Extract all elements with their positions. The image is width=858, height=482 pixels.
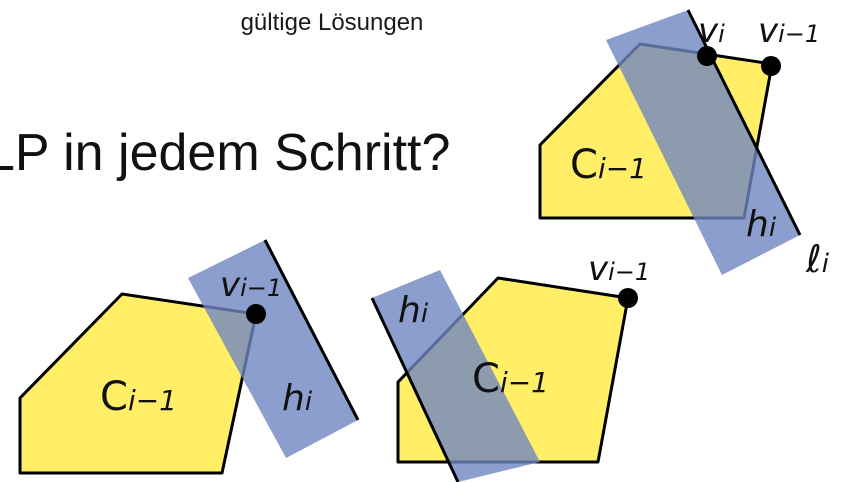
label-vim1-bottom-middle: vi−1 [588, 249, 650, 289]
label-C-top: Ci−1 [570, 142, 647, 188]
caption-text: gültige Lösungen [241, 9, 424, 36]
figure-bottom-left: vi−1 Ci−1 hi [18, 239, 360, 475]
vertex-vim1-point-top [761, 56, 781, 76]
boundary-line-bottom-left [263, 239, 360, 421]
label-l: ℓi [805, 237, 830, 281]
vertex-vim1-point-bottom-middle [618, 288, 638, 308]
label-vim1-top: vi−1 [758, 11, 820, 51]
vertex-vim1-point-bottom-left [246, 304, 266, 324]
halfplane-band-bottom-middle [372, 270, 540, 482]
label-vi: vi [698, 11, 725, 51]
figure-bottom-middle: vi−1 hi Ci−1 [370, 249, 650, 482]
label-vim1-bottom-left: vi−1 [220, 265, 282, 305]
vertex-vi-point [697, 46, 717, 66]
headline-text: LP in jedem Schritt? [0, 124, 450, 182]
figure-top-right: vi vi−1 Ci−1 hi ℓi [538, 9, 830, 281]
halfplane-band-bottom-left [188, 240, 358, 458]
label-h-bottom-left: hi [282, 378, 313, 419]
label-C-bottom-left: Ci−1 [100, 374, 177, 420]
label-h-bottom-middle: hi [398, 290, 429, 331]
halfplane-band-top [606, 10, 800, 275]
boundary-line-bottom-middle [370, 297, 460, 482]
label-h-top: hi [746, 204, 777, 245]
label-C-bottom-middle: Ci−1 [472, 356, 549, 402]
